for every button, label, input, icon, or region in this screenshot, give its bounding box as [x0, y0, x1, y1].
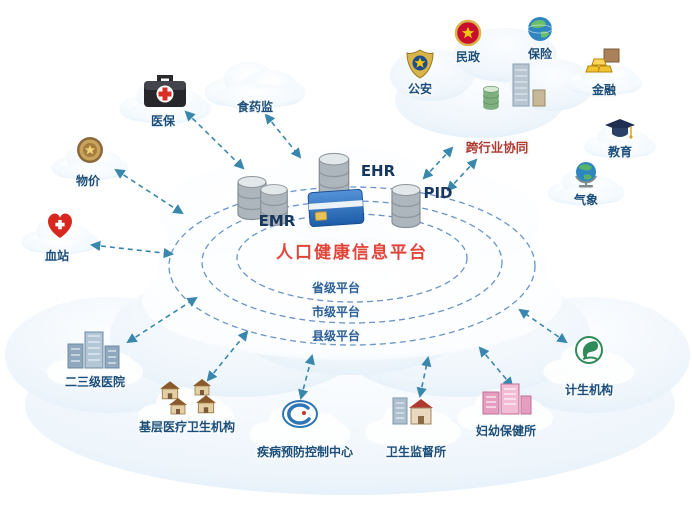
globe-icon [527, 17, 553, 41]
link-pricing [114, 168, 184, 215]
mortarboard-icon [605, 119, 635, 139]
link-hospitals [126, 296, 198, 344]
label-education: 教育 [607, 144, 632, 159]
hospital-buildings-icon [67, 331, 120, 369]
link-primary-care [206, 330, 249, 382]
link-cross-industry-2 [446, 158, 478, 192]
gold-bars-icon [585, 48, 620, 73]
link-cdc [298, 353, 315, 401]
label-food-drug: 食药监 [236, 99, 273, 114]
label-pid: PID [423, 184, 452, 202]
label-medical-insurance: 医保 [151, 113, 176, 128]
bronze-emblem-icon [77, 137, 103, 163]
blood-heart-icon [48, 213, 72, 238]
green-logo-icon [575, 336, 603, 364]
link-blood-station [89, 240, 175, 259]
connector-arrows [89, 110, 568, 401]
first-aid-case-icon [144, 75, 186, 107]
label-ring-municipal: 市级平台 [312, 304, 360, 319]
earth-globe-icon [575, 162, 597, 188]
cdc-logo-icon [282, 400, 318, 428]
label-finance: 金融 [591, 82, 616, 97]
link-medical-insurance [184, 110, 245, 170]
office-buildings-icon [392, 397, 433, 425]
pid-database-icon [391, 183, 421, 229]
label-meteorology: 气象 [573, 192, 598, 207]
label-pricing: 物价 [76, 173, 101, 188]
cross-industry-cloud [390, 28, 594, 138]
ring-municipal [201, 200, 503, 324]
label-blood-station: 血站 [45, 248, 69, 263]
link-family-planning [518, 308, 568, 344]
police-badge-icon [406, 49, 434, 79]
link-cross-industry-1 [422, 146, 454, 180]
label-insurance: 保险 [527, 46, 553, 61]
label-maternal-child: 妇幼保健所 [475, 423, 536, 438]
link-food-drug [264, 113, 302, 159]
health-card-icon [307, 188, 365, 228]
label-public-security: 公安 [408, 81, 432, 96]
label-ehr: EHR [361, 162, 396, 180]
link-health-supervision [416, 355, 432, 399]
label-civil-affairs: 民政 [456, 49, 481, 64]
label-ring-provincial: 省级平台 [311, 280, 360, 295]
label-family-planning: 计生机构 [565, 382, 613, 397]
national-emblem-icon [454, 19, 482, 47]
label-ring-county: 县级平台 [312, 328, 360, 343]
pink-buildings-icon [482, 383, 532, 415]
ring-county [168, 186, 536, 346]
label-cross-industry: 跨行业协同 [466, 140, 529, 155]
label-health-supervision: 卫生监督所 [386, 444, 446, 459]
label-hospitals: 二三级医院 [65, 374, 125, 389]
label-emr: EMR [259, 212, 296, 230]
data-center-icon [482, 63, 546, 111]
label-primary-care: 基层医疗卫生机构 [138, 419, 235, 434]
label-cdc: 疾病预防控制中心 [257, 444, 353, 459]
platform-title: 人口健康信息平台 [276, 242, 428, 263]
